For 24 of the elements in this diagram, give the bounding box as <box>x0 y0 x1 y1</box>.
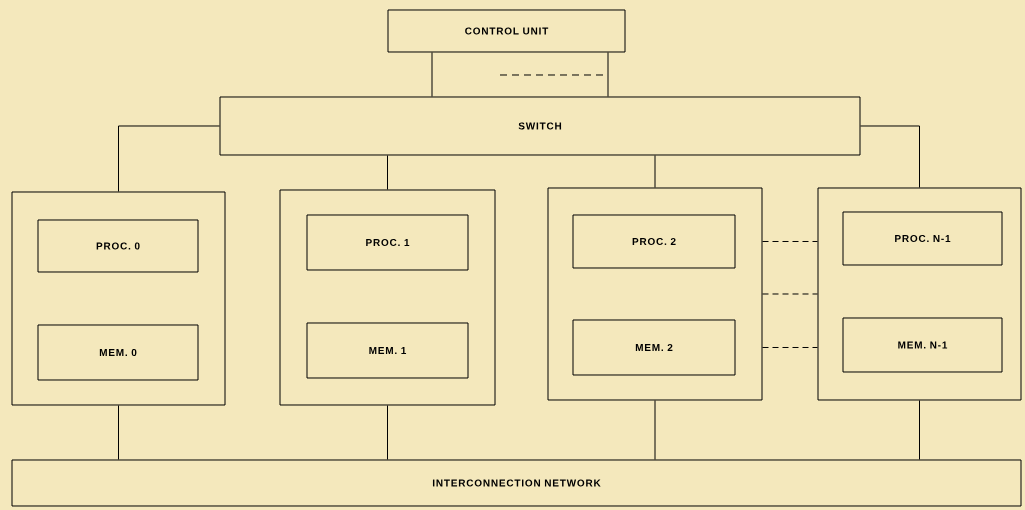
memory-box: MEM. 1 <box>306 322 469 379</box>
processor-box: PROC. N-1 <box>842 211 1003 266</box>
connector-line <box>762 241 818 242</box>
processor-box: PROC. 2 <box>572 214 736 269</box>
processor-box: PROC. 1 <box>306 214 469 271</box>
processor-box: PROC. 0 <box>37 219 199 273</box>
memory-box: MEM. 2 <box>572 319 736 376</box>
control-unit-box: CONTROL UNIT <box>387 9 626 53</box>
connector-line <box>118 405 119 460</box>
connector-line <box>431 52 433 97</box>
connector-line <box>387 155 388 190</box>
connector-line <box>118 125 220 192</box>
memory-box: MEM. N-1 <box>842 317 1003 373</box>
connector-line <box>654 155 656 188</box>
connector-line <box>860 125 920 188</box>
connector-line <box>654 400 656 460</box>
connector-line <box>387 405 388 460</box>
memory-box: MEM. 0 <box>37 324 199 381</box>
connector-line <box>762 347 818 348</box>
connector-line <box>919 400 920 460</box>
network-box: INTERCONNECTION NETWORK <box>11 459 1022 507</box>
connector-line <box>607 52 609 97</box>
switch-box: SWITCH <box>219 96 861 156</box>
connector-line <box>762 293 818 295</box>
